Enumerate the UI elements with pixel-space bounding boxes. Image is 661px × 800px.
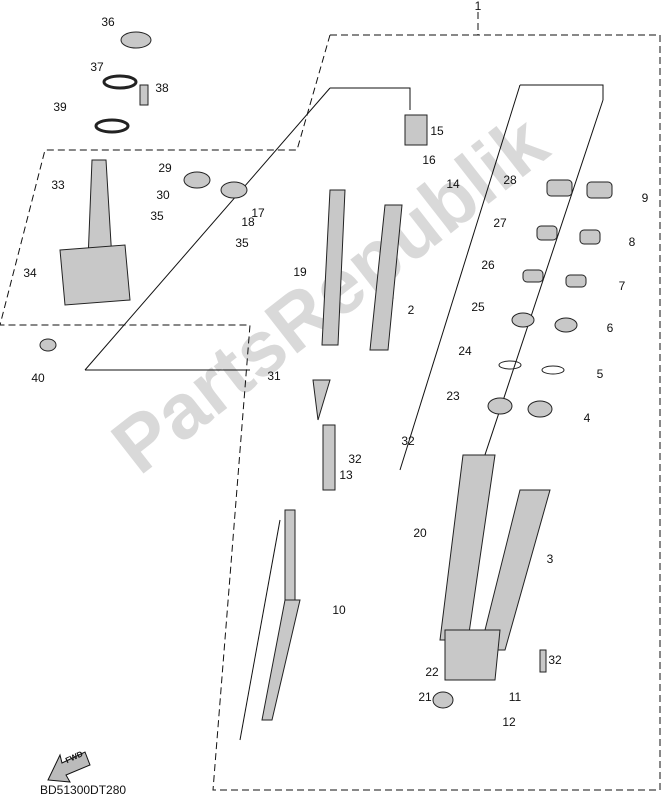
callout-30: 30 — [156, 188, 170, 202]
callout-8: 8 — [628, 235, 636, 249]
callout-35: 35 — [150, 209, 164, 223]
callout-32: 32 — [548, 653, 562, 667]
callout-23: 23 — [446, 389, 460, 403]
callout-24: 24 — [458, 344, 472, 358]
callout-11: 11 — [508, 690, 522, 704]
callout-32: 32 — [401, 434, 415, 448]
callout-27: 27 — [493, 216, 507, 230]
callout-38: 38 — [155, 81, 169, 95]
callout-34: 34 — [23, 266, 37, 280]
callout-31: 31 — [267, 369, 281, 383]
callout-12: 12 — [502, 715, 516, 729]
callout-14: 14 — [446, 177, 460, 191]
callout-7: 7 — [618, 279, 626, 293]
callout-4: 4 — [583, 411, 591, 425]
front-arrow-icon — [47, 751, 91, 783]
callout-18: 18 — [241, 215, 255, 229]
callout-20: 20 — [413, 526, 427, 540]
callout-36: 36 — [101, 15, 115, 29]
callout-40: 40 — [31, 371, 45, 385]
callout-17: 17 — [251, 206, 265, 220]
callout-13: 13 — [339, 468, 353, 482]
callout-9: 9 — [641, 191, 649, 205]
callout-37: 37 — [90, 60, 104, 74]
callout-29: 29 — [158, 161, 172, 175]
callout-32: 32 — [348, 452, 362, 466]
callout-2: 2 — [407, 303, 415, 317]
callout-26: 26 — [481, 258, 495, 272]
callout-33: 33 — [51, 178, 65, 192]
callout-5: 5 — [596, 367, 604, 381]
callout-3: 3 — [546, 552, 554, 566]
callout-39: 39 — [53, 100, 67, 114]
drawing-code: BD51300DT280 — [40, 783, 127, 797]
callout-28: 28 — [503, 173, 517, 187]
callout-10: 10 — [332, 603, 346, 617]
callout-15: 15 — [430, 124, 444, 138]
shims — [487, 179, 613, 418]
callout-19: 19 — [293, 265, 307, 279]
callout-35: 35 — [235, 236, 249, 250]
parts — [39, 31, 551, 721]
callout-16: 16 — [422, 153, 436, 167]
callout-22: 22 — [425, 665, 439, 679]
callout-1: 1 — [474, 0, 482, 13]
callout-25: 25 — [471, 300, 485, 314]
callout-21: 21 — [418, 690, 432, 704]
callout-6: 6 — [606, 321, 614, 335]
group-outlines — [84, 84, 604, 741]
assembly-boundary-dashed — [0, 12, 661, 791]
